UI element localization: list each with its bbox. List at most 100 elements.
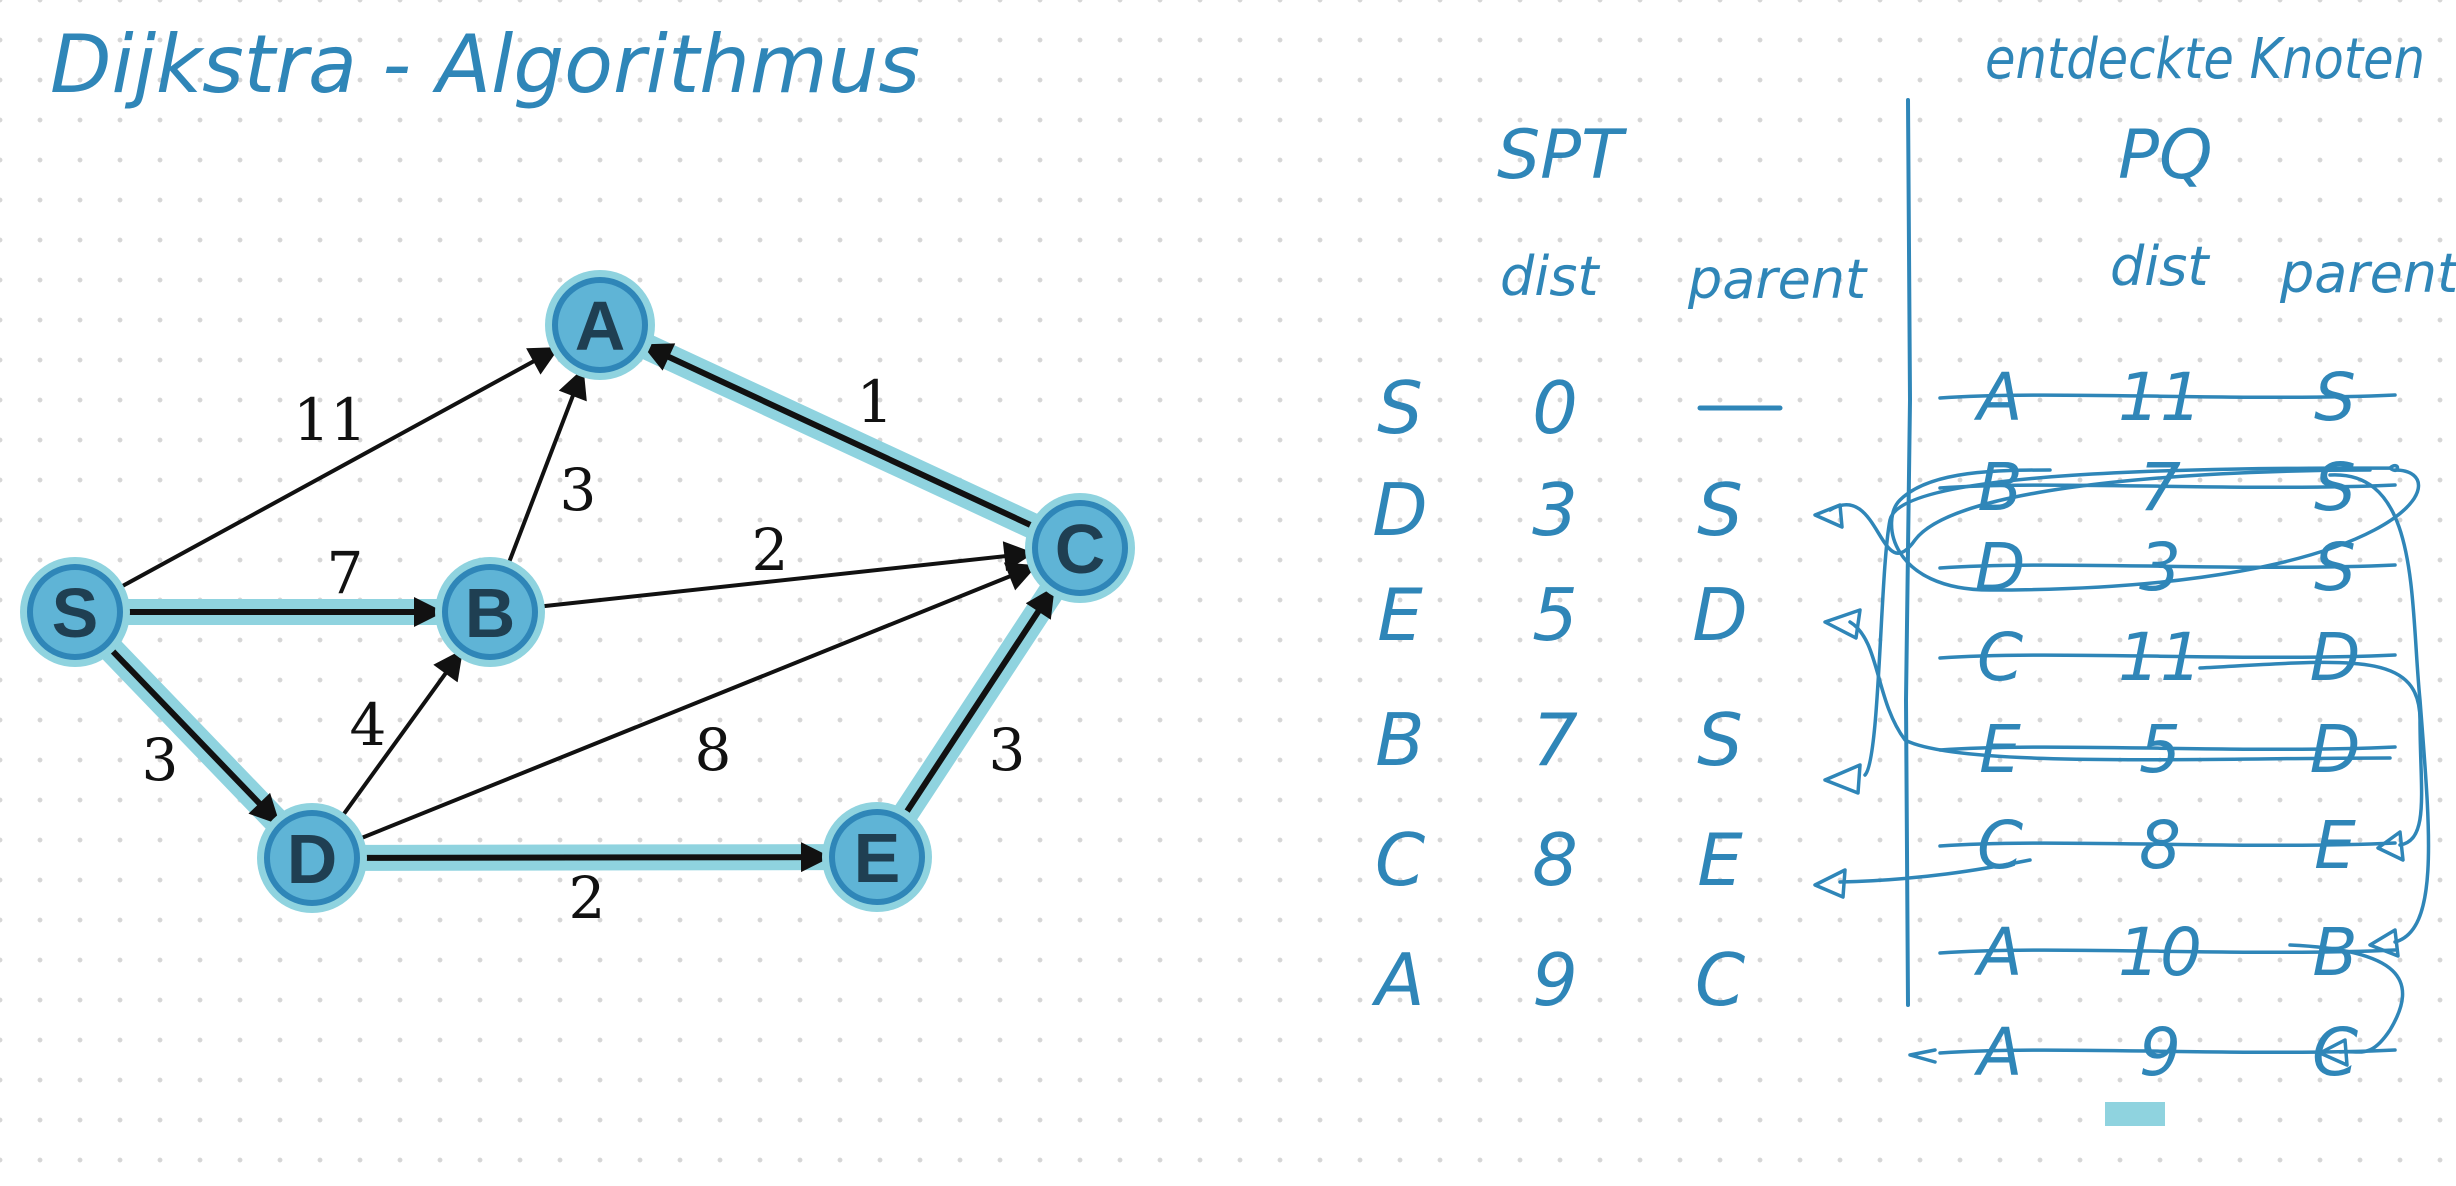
table-divider	[1904, 98, 1912, 1007]
loop-right-c11	[2198, 660, 2424, 847]
arrow-pq-b-to-spt-b	[1863, 464, 2400, 777]
node-circle	[264, 810, 360, 906]
edge-weight-B-C: 2	[752, 516, 789, 584]
edge-E-C	[899, 586, 1056, 822]
spt-cell-dist: 3	[1532, 468, 1578, 552]
edge-weight-S-D: 3	[142, 726, 179, 794]
node-circle	[27, 564, 123, 660]
arrow-pq-c-to-spt-c	[1838, 858, 2032, 884]
pq-row-strikethrough	[1938, 563, 2397, 570]
spt-cell-parent: D	[1692, 573, 1747, 657]
pq-row-strikethrough	[1938, 393, 2397, 400]
node-D[interactable]: D	[257, 803, 367, 913]
pq-col-parent: parent	[2279, 242, 2456, 305]
node-circle	[442, 564, 538, 660]
spt-cell-parent: E	[1697, 818, 1743, 902]
spt-row: C 8 E	[1375, 818, 1743, 902]
arrow-head-pq-b	[2368, 928, 2400, 958]
page-title: Dijkstra - Algorithmus	[50, 18, 920, 111]
node-E[interactable]: E	[822, 802, 932, 912]
node-label: B	[465, 574, 516, 652]
spt-cell-dist: 5	[1532, 573, 1578, 657]
edge-weight-D-B: 4	[350, 691, 387, 759]
node-B[interactable]: B	[435, 557, 545, 667]
pq-to-spt-arrows	[1813, 464, 2431, 1126]
edge-C-A	[641, 342, 1041, 532]
edge-weight-S-A: 11	[293, 386, 367, 454]
node-C[interactable]: C	[1025, 493, 1135, 603]
node-label: E	[854, 819, 901, 897]
spt-col-parent: parent	[1687, 248, 1868, 311]
pq-row-strikethrough	[1938, 745, 2397, 752]
pq-row-strikethrough	[1938, 948, 2397, 955]
spt-cell-node: C	[1375, 818, 1426, 902]
spt-cell-dist: 0	[1532, 366, 1578, 450]
arrow-head-pq-a9	[1908, 1048, 1937, 1064]
arrow-head-spt-c	[1813, 868, 1847, 899]
pq-row-strikethrough	[1938, 483, 2397, 490]
weight-layer: 11 7 3 3 2 4 8 2 3 1	[142, 368, 1026, 932]
pq-row-strikethrough	[1938, 841, 2397, 848]
node-circle	[829, 809, 925, 905]
spt-cell-parent: S	[1697, 698, 1743, 782]
node-label: A	[575, 287, 626, 365]
arrow-head-spt-d	[1813, 503, 1844, 529]
edge-weight-S-B: 7	[327, 539, 364, 607]
spt-cell-node: S	[1377, 366, 1423, 450]
edge-weight-D-E: 2	[569, 864, 606, 932]
pq-col-dist: dist	[2110, 235, 2210, 298]
node-label: D	[287, 820, 338, 898]
node-A[interactable]: A	[545, 270, 655, 380]
edge-B-A	[504, 367, 587, 571]
loop-right-b10	[2328, 473, 2431, 944]
edge-weight-E-C: 3	[989, 716, 1026, 784]
edge-weight-D-C: 8	[695, 716, 732, 784]
edge-weight-B-A: 3	[560, 456, 597, 524]
spt-cell-parent: -	[1720, 432, 1721, 434]
edge-D-C	[352, 562, 1038, 844]
pq-row-strikethrough	[1938, 1048, 2397, 1055]
edge-D-B	[336, 649, 464, 823]
node-S[interactable]: S	[20, 557, 130, 667]
pq-heading: PQ	[2118, 116, 2213, 195]
spt-heading: SPT	[1497, 116, 1627, 195]
arrow-head-spt-e	[1823, 608, 1862, 640]
spt-cell-dist: 9	[1532, 938, 1578, 1022]
edge-S-A	[113, 346, 560, 593]
arrow-pq-e-to-spt-e	[1848, 620, 2392, 762]
loop-right-c9	[2288, 943, 2405, 1054]
spt-cell-parent: C	[1695, 938, 1746, 1022]
pq-note: entdeckte Knoten	[1985, 27, 2425, 92]
pq-row-strikethrough	[1938, 653, 2397, 660]
spt-col-dist: dist	[1500, 245, 1600, 308]
edge-weight-C-A: 1	[857, 368, 894, 436]
edge-B-C	[534, 541, 1035, 610]
spt-cell-parent: S	[1697, 468, 1743, 552]
arrow-pq-d-to-spt-d-loop	[1889, 468, 2421, 592]
edge-S-D	[104, 642, 281, 825]
node-label: S	[52, 574, 99, 652]
spt-cell-dist: 8	[1532, 818, 1578, 902]
spt-cell-node: B	[1375, 698, 1424, 782]
spt-cell-node: E	[1377, 573, 1423, 657]
arrow-head-spt-b	[1823, 763, 1862, 795]
arrow-pq-d-to-spt-d	[1828, 468, 2372, 555]
node-circle	[552, 277, 648, 373]
arrow-head-pq-c9	[2318, 1038, 2349, 1067]
node-circle	[1032, 500, 1128, 596]
